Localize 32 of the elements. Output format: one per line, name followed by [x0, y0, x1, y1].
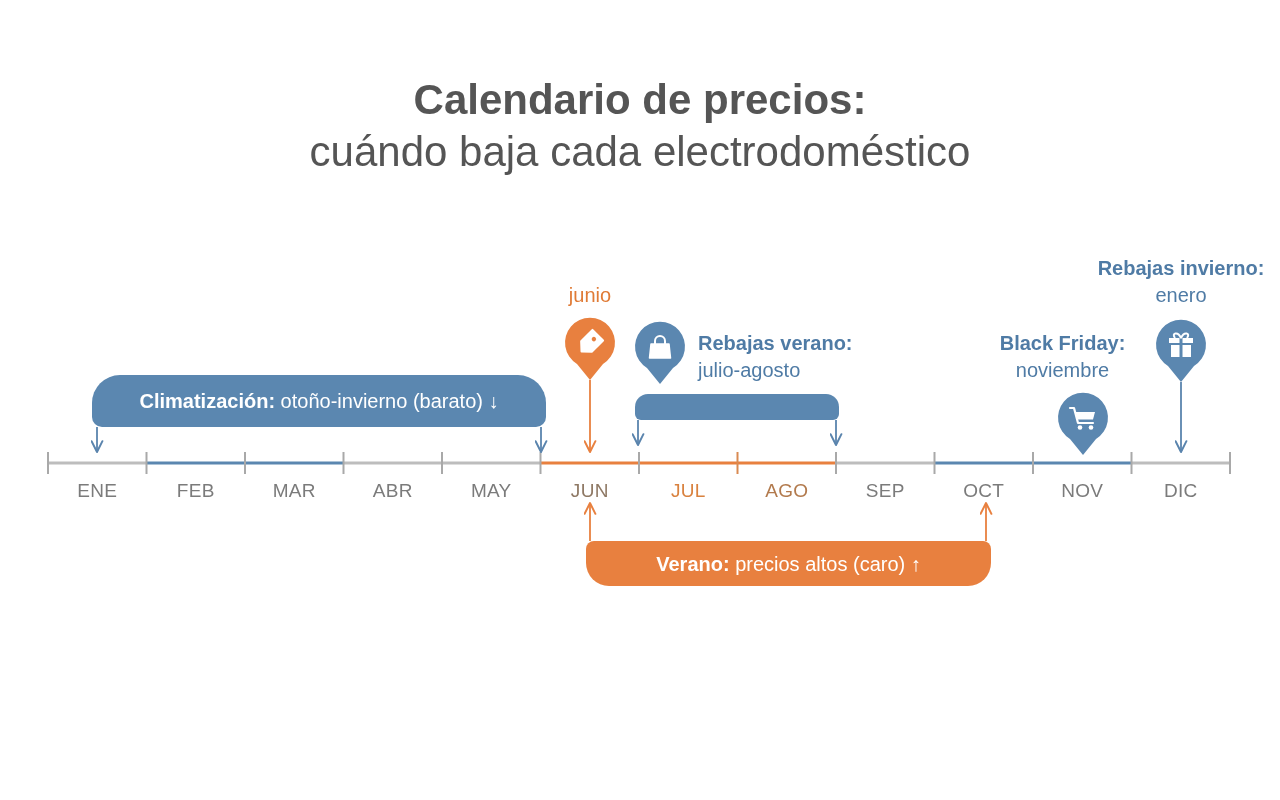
arrow [583, 379, 597, 453]
month-label: ABR [372, 479, 413, 503]
arrow [583, 502, 597, 542]
event-date: noviembre [1015, 358, 1110, 383]
band-label: Verano: precios altos (caro) ↑ [656, 551, 921, 576]
arrow [631, 419, 645, 446]
month-label: MAY [470, 479, 512, 503]
month-label: MAR [272, 479, 316, 503]
month-label: AGO [765, 479, 809, 503]
month-label: ENE [77, 479, 118, 503]
month-label: SEP [865, 479, 905, 503]
period-band [586, 541, 991, 586]
event-date: julio-agosto [698, 358, 801, 383]
band-label: Climatización: otoño-invierno (barato) ↓ [139, 389, 499, 413]
event-date: enero [1155, 283, 1207, 308]
event-title: Black Friday: [999, 331, 1126, 356]
arrow [829, 419, 843, 446]
month-label: JUN [570, 479, 609, 503]
period-band [92, 375, 546, 427]
event-title: Rebajas verano: [698, 331, 853, 356]
month-label: NOV [1061, 479, 1104, 503]
month-label: DIC [1163, 479, 1198, 503]
month-label: FEB [176, 479, 215, 503]
period-bar [635, 394, 839, 420]
month-label: JUL [670, 479, 706, 503]
event-date: junio [568, 283, 612, 308]
title: Calendario de precios: cuándo baja cada electrodoméstico [309, 75, 971, 177]
month-label: OCT [963, 479, 1005, 503]
arrow [534, 426, 548, 453]
event-title: Rebajas invierno: [1097, 256, 1265, 281]
arrow [979, 502, 993, 542]
arrow [1174, 381, 1188, 453]
